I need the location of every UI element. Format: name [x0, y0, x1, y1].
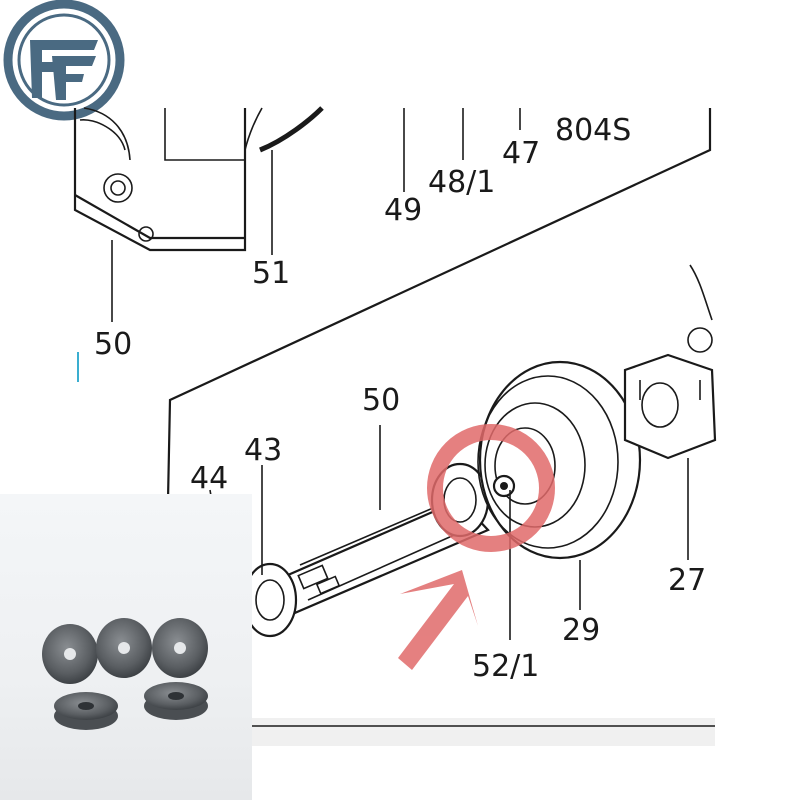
- ff-monogram-logo: [3, 0, 125, 121]
- upper-housing: [73, 107, 263, 252]
- label-804s: 804S: [555, 113, 631, 148]
- pulley-gear: [477, 360, 642, 560]
- label-48-1: 48/1: [428, 165, 495, 200]
- coupling: [623, 264, 717, 560]
- highlight-circle: [427, 424, 555, 552]
- highlight: [398, 424, 555, 670]
- exploded-frame: [166, 108, 712, 501]
- label-43: 43: [244, 433, 282, 468]
- bottom-band: [252, 718, 715, 746]
- label-51: 51: [252, 256, 290, 291]
- label-52-1: 52/1: [472, 649, 539, 684]
- washer: [144, 682, 208, 720]
- label-44: 44: [190, 461, 228, 496]
- washer: [96, 618, 152, 678]
- leader-lines-top: [111, 108, 521, 322]
- label-50-mid: 50: [362, 383, 400, 418]
- washer-photo: [0, 494, 252, 800]
- label-50-top: 50: [94, 327, 132, 362]
- o-ring: [259, 106, 324, 153]
- label-29: 29: [562, 613, 600, 648]
- label-27: 27: [668, 563, 706, 598]
- washer: [152, 618, 208, 678]
- washer: [54, 692, 118, 730]
- label-47: 47: [502, 136, 540, 171]
- washer: [42, 624, 98, 684]
- arrow-icon: [398, 570, 478, 670]
- label-49: 49: [384, 193, 422, 228]
